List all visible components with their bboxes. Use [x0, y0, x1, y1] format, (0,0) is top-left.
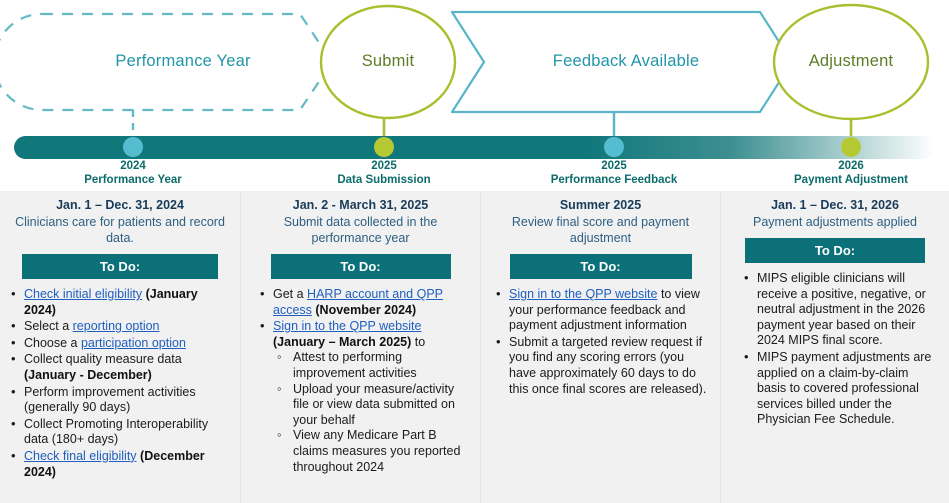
todo-list-3: MIPS eligible clinicians will receive a …	[721, 270, 949, 428]
todo-item: Check initial eligibility (January 2024)	[10, 286, 232, 318]
column-date-2: Summer 2025	[559, 198, 642, 212]
stage-label-performance-year: Performance Year	[115, 52, 251, 70]
todo-subitem: Attest to performing improvement activit…	[277, 349, 472, 381]
marker-year-1: 2024	[120, 160, 146, 172]
todo-item: Perform improvement activities (generall…	[10, 384, 232, 416]
todo-item: Sign in to the QPP website (January – Ma…	[259, 318, 472, 475]
todo-subitem: Upload your measure/activity file or vie…	[277, 381, 472, 429]
todo-link[interactable]: participation option	[80, 335, 186, 350]
todo-list-1: Get a HARP account and QPP access (Novem…	[241, 286, 480, 475]
todo-item: Submit a targeted review request if you …	[495, 334, 712, 397]
timeline-dot-3	[604, 137, 624, 157]
todo-list-0: Check initial eligibility (January 2024)…	[0, 286, 240, 480]
todo-item: Check final eligibility (December 2024)	[10, 448, 232, 480]
timeline-dot-2	[374, 137, 394, 157]
column-header-3: Jan. 1 – Dec. 31, 2026 Payment adjustmen…	[721, 191, 949, 230]
column-date-0: Jan. 1 – Dec. 31, 2024	[56, 198, 184, 212]
timeline-marker-2: 2025 Data Submission	[284, 160, 484, 187]
stage-shape-feedback-available	[450, 10, 794, 114]
column-header-2: Summer 2025 Review final score and payme…	[481, 191, 720, 246]
todo-item: Collect quality measure data (January - …	[10, 351, 232, 383]
todo-header-2: To Do:	[509, 254, 692, 279]
todo-item: MIPS eligible clinicians will receive a …	[743, 270, 941, 349]
stage-label-adjustment: Adjustment	[808, 52, 894, 70]
todo-link[interactable]: HARP account and QPP access	[273, 287, 444, 317]
todo-item: Get a HARP account and QPP access (Novem…	[259, 286, 472, 318]
timeline-marker-4: 2026 Payment Adjustment	[746, 160, 949, 187]
todo-emphasis: (November 2024)	[315, 302, 417, 317]
column-header-1: Jan. 2 - March 31, 2025 Submit data coll…	[241, 191, 480, 246]
stage-shape-adjustment	[772, 3, 930, 121]
marker-name-4: Payment Adjustment	[794, 173, 908, 186]
column-description-2: Review final score and payment adjustmen…	[511, 215, 690, 245]
stage-shape-submit	[319, 4, 457, 120]
marker-year-2: 2025	[371, 160, 397, 172]
todo-list-2: Sign in to the QPP website to view your …	[481, 286, 720, 397]
todo-emphasis: (January 2024)	[24, 287, 198, 317]
timeline-graphic: Performance Year Submit Feedback Availab…	[0, 0, 949, 191]
todo-item: MIPS payment adjustments are applied on …	[743, 349, 941, 428]
marker-year-3: 2025	[601, 160, 627, 172]
timeline-bar	[14, 136, 934, 159]
todo-emphasis: (January – March 2025)	[273, 334, 412, 349]
detail-column-performance-feedback: Summer 2025 Review final score and payme…	[480, 191, 720, 503]
todo-item: Sign in to the QPP website to view your …	[495, 286, 712, 334]
timeline-dot-4	[841, 137, 861, 157]
column-description-0: Clinicians care for patients and record …	[15, 215, 225, 245]
marker-year-4: 2026	[838, 160, 864, 172]
detail-column-performance-year: Jan. 1 – Dec. 31, 2024 Clinicians care f…	[0, 191, 240, 503]
stage-label-feedback-available: Feedback Available	[552, 52, 700, 70]
column-date-1: Jan. 2 - March 31, 2025	[292, 198, 429, 212]
detail-panel: Jan. 1 – Dec. 31, 2024 Clinicians care f…	[0, 191, 949, 503]
todo-emphasis: (January - December)	[24, 367, 152, 382]
todo-link[interactable]: Sign in to the QPP website	[509, 287, 658, 301]
timeline-marker-1: 2024 Performance Year	[33, 160, 233, 187]
marker-name-2: Data Submission	[337, 173, 431, 186]
timeline-marker-3: 2025 Performance Feedback	[509, 160, 719, 187]
todo-header-1: To Do:	[270, 254, 451, 279]
column-header-0: Jan. 1 – Dec. 31, 2024 Clinicians care f…	[0, 191, 240, 246]
column-date-3: Jan. 1 – Dec. 31, 2026	[771, 198, 899, 212]
todo-item: Choose a participation option	[10, 335, 232, 352]
detail-column-payment-adjustment: Jan. 1 – Dec. 31, 2026 Payment adjustmen…	[720, 191, 949, 503]
marker-name-1: Performance Year	[84, 173, 182, 186]
stage-label-submit: Submit	[361, 52, 415, 70]
todo-link[interactable]: Check final eligibility	[24, 448, 137, 463]
todo-header-0: To Do:	[22, 254, 218, 279]
todo-header-3: To Do:	[745, 238, 925, 263]
todo-link[interactable]: Sign in to the QPP website	[273, 319, 422, 334]
todo-link[interactable]: reporting option	[72, 319, 160, 334]
todo-sublist: Attest to performing improvement activit…	[273, 349, 472, 475]
timeline-svg	[0, 3, 934, 159]
todo-item: Select a reporting option	[10, 318, 232, 335]
detail-column-data-submission: Jan. 2 - March 31, 2025 Submit data coll…	[240, 191, 480, 503]
column-description-1: Submit data collected in the performance…	[283, 215, 438, 245]
todo-item: Collect Promoting Interoperability data …	[10, 416, 232, 448]
timeline-dot-1	[123, 137, 143, 157]
todo-subitem: View any Medicare Part B claims measures…	[277, 427, 472, 475]
todo-link[interactable]: Check initial eligibility	[24, 287, 143, 301]
todo-emphasis: (December 2024)	[24, 448, 205, 479]
marker-name-3: Performance Feedback	[550, 173, 678, 186]
column-description-3: Payment adjustments applied	[753, 215, 917, 229]
